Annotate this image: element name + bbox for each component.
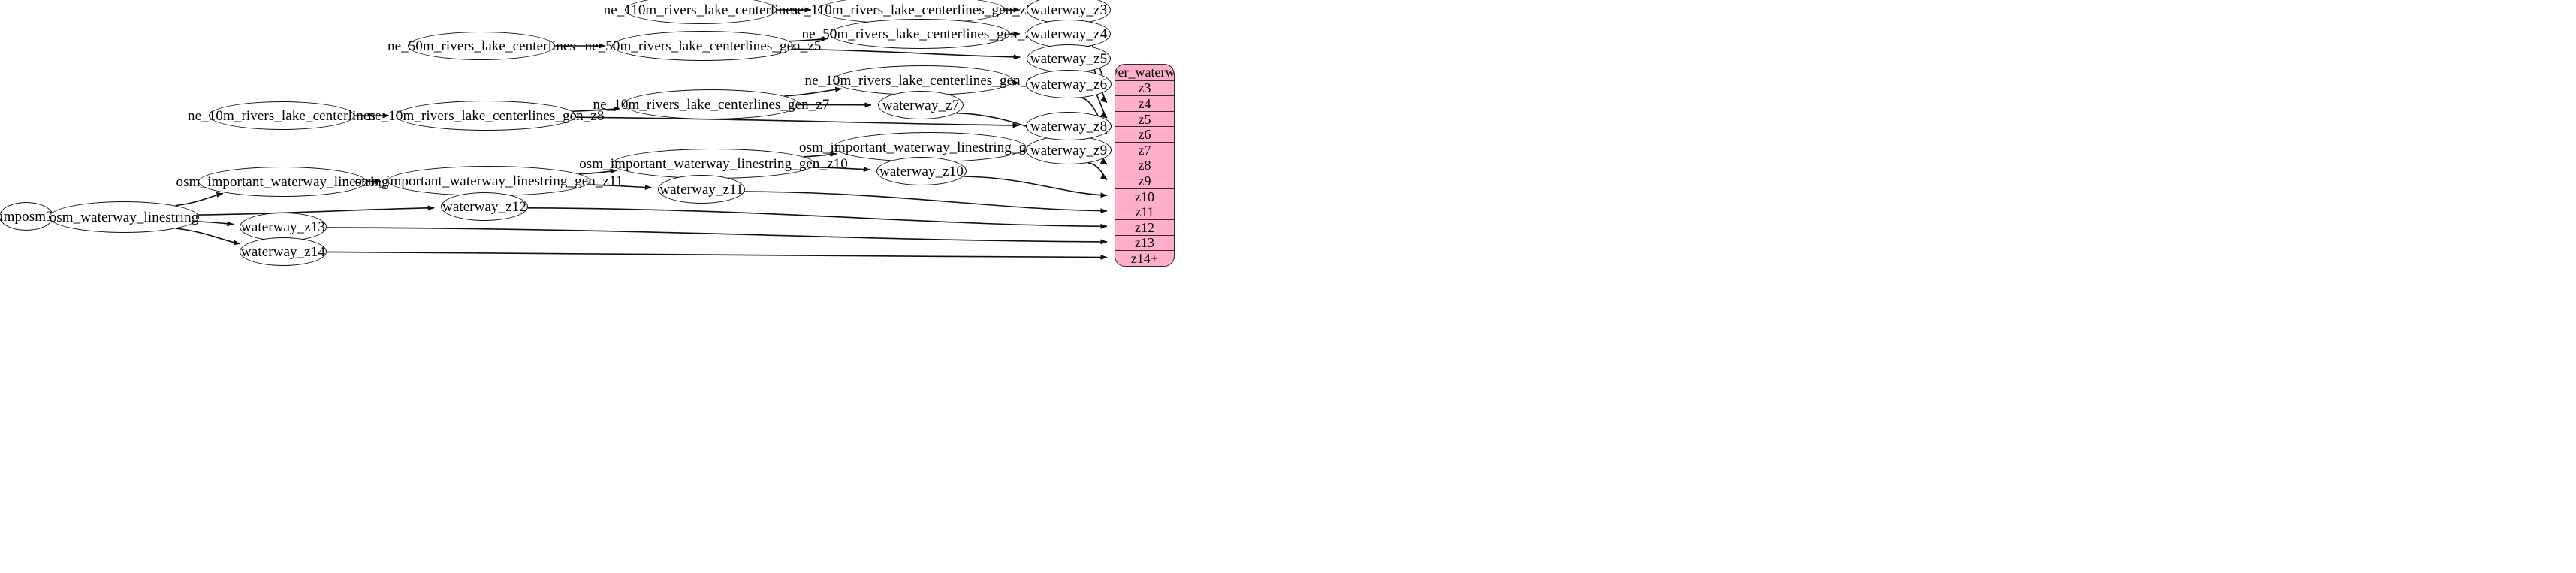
graph-node-label: waterway_z7 <box>882 97 960 113</box>
graph-node-label: waterway_z12 <box>442 198 526 215</box>
graph-node-waterway-z14[interactable]: waterway_z14 <box>240 237 327 266</box>
graph-edge <box>803 152 837 158</box>
table-row-label: z6 <box>1138 127 1151 143</box>
graph-node-label: osm_waterway_linestring <box>49 209 199 225</box>
graph-node-label: waterway_z13 <box>241 219 325 235</box>
graph-node-label: ne_10m_rivers_lake_centerlines_gen_z7 <box>593 96 830 113</box>
graph-node-label: waterway_z11 <box>659 181 744 198</box>
table-row-label: z11 <box>1135 204 1154 220</box>
table-row[interactable]: z6 <box>1115 126 1174 142</box>
graph-edge <box>1087 162 1108 181</box>
graph-edge <box>326 251 1108 260</box>
table-row-label: z7 <box>1138 142 1151 158</box>
graph-node-waterway-z10[interactable]: waterway_z10 <box>876 157 967 185</box>
graph-node-ne-110m-rivers-lake-centerlines[interactable]: ne_110m_rivers_lake_centerlines <box>604 0 798 24</box>
graph-edge <box>176 228 241 246</box>
table-row-label: z12 <box>1135 219 1154 235</box>
graph-node-label: osm_important_waterway_linestring_gen_z9 <box>798 139 1061 155</box>
graph-edge <box>812 166 870 173</box>
graph-edge <box>575 116 1020 128</box>
table-row-label: z5 <box>1138 111 1151 127</box>
table-row[interactable]: z4 <box>1115 95 1174 111</box>
table-row-label: z13 <box>1135 235 1154 251</box>
graph-edge <box>784 86 843 97</box>
table-row[interactable]: z8 <box>1115 157 1174 173</box>
graph-node-imposm3[interactable]: imposm3 <box>0 202 53 231</box>
graph-node-waterway-z11[interactable]: waterway_z11 <box>658 175 745 204</box>
table-row-label: z10 <box>1135 188 1154 204</box>
graph-node-label: osm_important_waterway_linestring <box>176 173 389 190</box>
graph-node-waterway-z13[interactable]: waterway_z13 <box>240 213 327 241</box>
graph-node-label: ne_10m_rivers_lake_centerlines_gen_z8 <box>367 107 605 124</box>
graph-node-osm-important-waterway-linestring[interactable]: osm_important_waterway_linestring <box>176 167 388 197</box>
graph-node-label: osm_important_waterway_linestring_gen_z1… <box>579 155 848 172</box>
table-row[interactable]: z11 <box>1115 204 1174 219</box>
table-row[interactable]: z7 <box>1115 141 1174 158</box>
graph-node-label: waterway_z9 <box>1030 142 1108 158</box>
graph-edge <box>744 191 1108 214</box>
table-row-label: z3 <box>1138 80 1151 96</box>
table-row[interactable]: z13 <box>1115 234 1174 251</box>
graph-node-label: waterway_z4 <box>1030 26 1108 42</box>
graph-node-osm-important-waterway-linestring-gen-z10[interactable]: osm_important_waterway_linestring_gen_z1… <box>579 149 848 179</box>
graph-edge <box>789 36 828 42</box>
graph-node-label: ne_110m_rivers_lake_centerlines_gen_z3 <box>790 2 1033 18</box>
graph-node-waterway-z7[interactable]: waterway_z7 <box>878 91 964 119</box>
graph-node-label: ne_50m_rivers_lake_centerlines_gen_z4 <box>801 26 1039 42</box>
table-row[interactable]: z14+ <box>1115 250 1174 266</box>
table-row[interactable]: z9 <box>1115 173 1174 188</box>
graph-edge <box>963 176 1108 198</box>
layer-waterway-table[interactable]: layer_waterway z3z4z5z6z7z8z9z10z11z12z1… <box>1115 64 1175 267</box>
graph-edge <box>195 221 234 227</box>
graph-node-waterway-z6[interactable]: waterway_z6 <box>1026 70 1112 98</box>
table-row-label: z9 <box>1138 173 1151 188</box>
graph-edge <box>792 48 1021 60</box>
graph-node-label: ne_50m_rivers_lake_centerlines <box>388 38 575 54</box>
graph-node-label: ne_10m_rivers_lake_centerlines_gen_z6 <box>804 72 1042 89</box>
graph-node-label: waterway_z5 <box>1030 50 1108 67</box>
graph-node-ne-10m-rivers-lake-centerlines[interactable]: ne_10m_rivers_lake_centerlines <box>188 101 376 130</box>
table-row[interactable]: z5 <box>1115 110 1174 127</box>
graph-node-ne-10m-rivers-lake-centerlines-gen-z8[interactable]: ne_10m_rivers_lake_centerlines_gen_z8 <box>368 101 604 131</box>
graph-node-ne-50m-rivers-lake-centerlines-gen-z4[interactable]: ne_50m_rivers_lake_centerlines_gen_z4 <box>802 19 1038 49</box>
graph-node-label: ne_110m_rivers_lake_centerlines <box>603 2 798 18</box>
graph-node-waterway-z12[interactable]: waterway_z12 <box>441 192 528 221</box>
table-row-label: z14+ <box>1130 250 1159 266</box>
graph-edge <box>175 192 224 207</box>
graph-node-label: waterway_z6 <box>1030 76 1108 92</box>
graph-edge <box>326 227 1108 245</box>
graph-node-ne-50m-rivers-lake-centerlines[interactable]: ne_50m_rivers_lake_centerlines <box>388 32 575 60</box>
graph-node-waterway-z5[interactable]: waterway_z5 <box>1027 44 1111 73</box>
graph-node-osm-waterway-linestring[interactable]: osm_waterway_linestring <box>49 201 199 233</box>
graph-edge <box>578 168 617 175</box>
table-row[interactable]: z12 <box>1115 219 1174 235</box>
graph-node-label: waterway_z10 <box>879 163 964 179</box>
graph-node-label: waterway_z14 <box>241 243 325 260</box>
graph-node-label: waterway_z3 <box>1030 2 1108 18</box>
layer-waterway-table-header-label: layer_waterway <box>1115 65 1175 80</box>
graph-edge <box>572 106 621 113</box>
graph-node-label: waterway_z8 <box>1030 118 1108 134</box>
graph-node-label: ne_10m_rivers_lake_centerlines <box>188 107 376 124</box>
graph-edge <box>527 207 1108 229</box>
graph-node-ne-50m-rivers-lake-centerlines-gen-z5[interactable]: ne_50m_rivers_lake_centerlines_gen_z5 <box>585 31 821 61</box>
graph-edge <box>198 205 435 216</box>
graph-node-ne-10m-rivers-lake-centerlines-gen-z7[interactable]: ne_10m_rivers_lake_centerlines_gen_z7 <box>593 89 829 119</box>
graph-node-label: imposm3 <box>0 208 53 225</box>
graph-node-label: ne_50m_rivers_lake_centerlines_gen_z5 <box>584 38 822 54</box>
table-row[interactable]: z10 <box>1115 188 1174 204</box>
graph-node-osm-important-waterway-linestring-gen-z11[interactable]: osm_important_waterway_linestring_gen_z1… <box>355 166 623 196</box>
table-row-label: z4 <box>1138 95 1151 111</box>
graph-edge <box>587 184 652 190</box>
graph-node-waterway-z9[interactable]: waterway_z9 <box>1026 136 1112 164</box>
graph-node-label: osm_important_waterway_linestring_gen_z1… <box>354 173 623 189</box>
table-row-label: z8 <box>1138 158 1151 173</box>
layer-waterway-table-header: layer_waterway <box>1115 65 1174 80</box>
table-row[interactable]: z3 <box>1115 80 1174 96</box>
graph-node-waterway-z8[interactable]: waterway_z8 <box>1026 112 1112 140</box>
